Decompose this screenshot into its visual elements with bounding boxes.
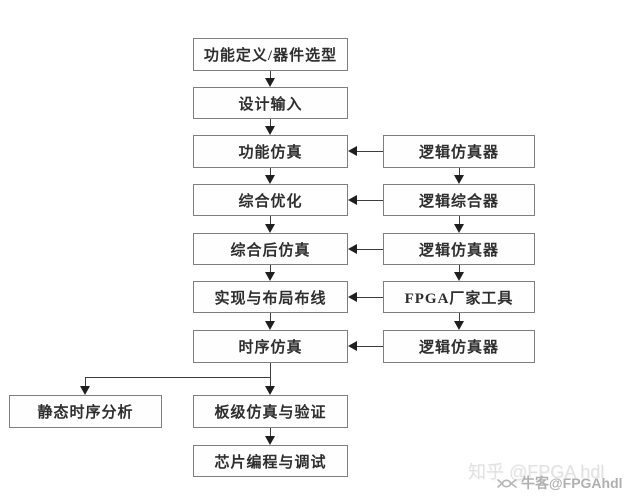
arrow-down-icon [454,224,464,233]
arrow-left-icon [348,146,357,156]
step-implementation-place-route: 实现与布局布线 [193,281,348,313]
connector-line [270,265,271,274]
connector-line [357,200,383,201]
nowcoder-watermark-text: 牛客@FPGAhdl [521,475,623,491]
step-static-timing-analysis: 静态时序分析 [9,395,162,428]
connector-line [270,428,271,437]
arrow-down-icon [265,272,275,281]
connector-line [459,313,460,323]
tool-fpga-vendor-tools: FPGA厂家工具 [383,281,535,313]
arrow-left-icon [348,244,357,254]
branch-line [85,377,271,378]
step-function-definition-device-selection: 功能定义/器件选型 [193,38,348,71]
connector-line [270,363,271,378]
zhihu-watermark: 知乎 @FPGA hdl [468,462,605,482]
arrow-down-icon [454,272,464,281]
arrow-down-icon [265,321,275,330]
step-post-synthesis-simulation: 综合后仿真 [193,233,348,265]
connector-line [270,216,271,226]
arrow-down-icon [265,224,275,233]
step-synthesis-optimization: 综合优化 [193,184,348,216]
nowcoder-watermark: 牛客@FPGAhdl [496,473,623,493]
arrow-left-icon [348,292,357,302]
connector-line [270,119,271,128]
arrow-down-icon [454,175,464,184]
nowcoder-logo-icon [496,476,518,491]
arrow-down-icon [265,175,275,184]
step-chip-programming-debugging: 芯片编程与调试 [193,445,348,477]
connector-line [270,71,271,80]
connector-line [270,168,271,177]
arrow-down-icon [265,436,275,445]
connector-line [357,249,383,250]
arrow-left-icon [348,195,357,205]
connector-line [357,151,383,152]
tool-logic-simulator-2: 逻辑仿真器 [383,233,535,265]
connector-line [270,377,271,387]
connector-line [459,168,460,177]
step-functional-simulation: 功能仿真 [193,135,348,168]
tool-logic-simulator-3: 逻辑仿真器 [383,330,535,363]
step-timing-simulation: 时序仿真 [193,330,348,363]
connector-line [459,216,460,226]
tool-logic-simulator-1: 逻辑仿真器 [383,135,535,168]
connector-line [459,265,460,274]
step-board-level-simulation-verification: 板级仿真与验证 [193,395,348,428]
arrow-down-icon [265,78,275,87]
connector-line [357,297,383,298]
arrow-down-icon [265,386,275,395]
step-design-input: 设计输入 [193,87,348,119]
tool-logic-synthesizer: 逻辑综合器 [383,184,535,216]
arrow-down-icon [80,386,90,395]
connector-line [270,313,271,323]
arrow-left-icon [348,341,357,351]
connector-line [357,346,383,347]
arrow-down-icon [265,126,275,135]
connector-line [85,377,86,387]
arrow-down-icon [454,321,464,330]
